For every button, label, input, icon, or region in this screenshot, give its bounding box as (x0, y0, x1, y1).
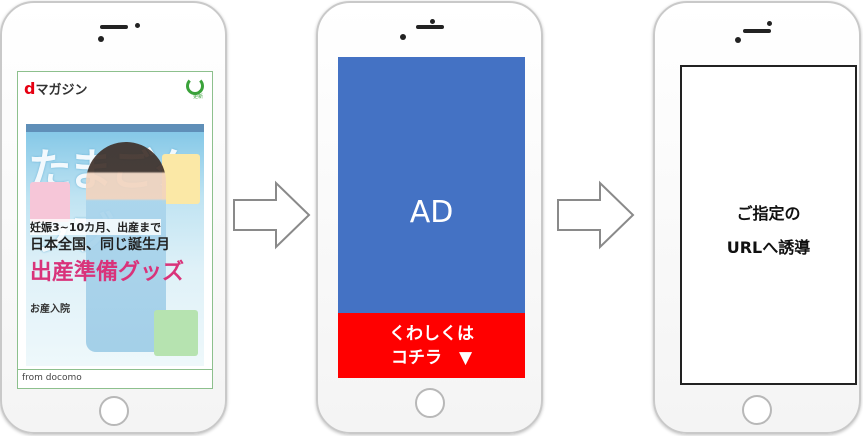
reload-label: 更新 (192, 94, 203, 100)
home-button (414, 388, 445, 418)
phone-mockup-magazine: dマガジン 更新 たまごクラブ 妊娠3~10カ月、出産まで 日本全国、同じ誕生月… (0, 1, 227, 434)
phone-mockup-ad: AD くわしくは コチラ ▼ (316, 1, 543, 434)
cover-yellow-panel (162, 154, 200, 204)
phone-sensor (767, 21, 772, 26)
cover-pink-panel (30, 182, 70, 222)
cover-tagline: 妊娠3~10カ月、出産まで (30, 219, 162, 235)
dmagazine-logo: dマガジン (24, 79, 88, 98)
home-button (742, 395, 772, 425)
phone-speaker (743, 29, 771, 33)
redirect-message: ご指定の URLへ誘導 (682, 197, 855, 265)
cta-line-1: くわしくは (389, 324, 474, 344)
phone-sensor (430, 19, 435, 24)
phone-front-camera (400, 34, 406, 40)
right-arrow-icon (233, 180, 311, 250)
details-cta-button[interactable]: くわしくは コチラ ▼ (338, 313, 525, 378)
cover-main-headline: 出産準備グッズ (30, 260, 185, 285)
ad-screen: AD くわしくは コチラ ▼ (338, 57, 525, 378)
redirect-line-2: URLへ誘導 (726, 238, 811, 257)
cover-header-strip (26, 124, 204, 132)
phone-front-camera (98, 36, 104, 42)
phone-mockup-url: ご指定の URLへ誘導 (653, 1, 861, 434)
right-arrow-icon (557, 180, 635, 250)
cover-subheadline: お産入院 (30, 304, 70, 315)
cover-green-panel (154, 310, 198, 356)
home-button (98, 396, 129, 426)
magazine-cover-image[interactable]: たまごクラブ 妊娠3~10カ月、出産まで 日本全国、同じ誕生月 出産準備グッズ … (26, 124, 204, 366)
cta-line-2: コチラ ▼ (390, 348, 473, 368)
phone-speaker (99, 25, 128, 29)
cover-headline: 日本全国、同じ誕生月 (30, 237, 170, 253)
cover-model-figure (86, 142, 166, 352)
phone-speaker (415, 25, 444, 29)
phone-sensor (135, 23, 140, 28)
magazine-app-screen: dマガジン 更新 たまごクラブ 妊娠3~10カ月、出産まで 日本全国、同じ誕生月… (17, 71, 213, 389)
phone-front-camera (735, 37, 741, 43)
reload-icon[interactable] (186, 77, 204, 95)
magazine-footer: from docomo (18, 369, 212, 388)
url-screen: ご指定の URLへ誘導 (680, 65, 857, 385)
footer-text: from docomo (22, 373, 82, 383)
redirect-line-1: ご指定の (736, 204, 801, 223)
ad-label: AD (409, 195, 454, 230)
